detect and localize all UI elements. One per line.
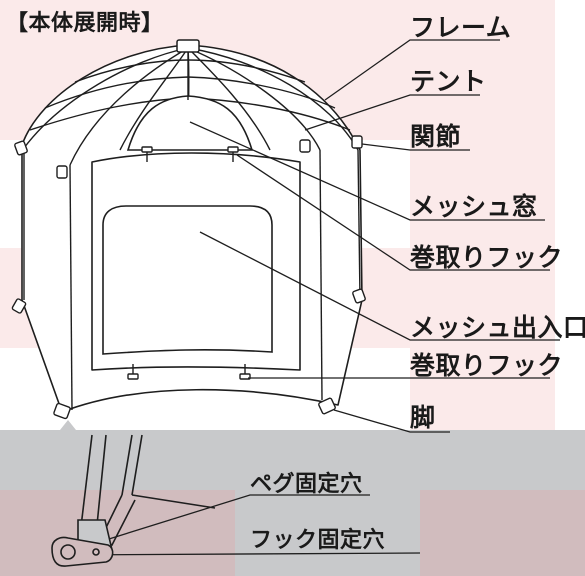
label-mesh-window: メッシュ窓 [410, 192, 538, 221]
label-leg: 脚 [410, 403, 436, 432]
detail-pointer [60, 420, 76, 430]
label-frame: フレーム [410, 13, 512, 42]
leader-hook-hole [65, 552, 421, 556]
peg-hole-circle [60, 544, 76, 560]
joints [11, 135, 366, 314]
leader-joint [361, 143, 470, 151]
leader-mesh-window [189, 121, 545, 221]
mesh-entrance [102, 205, 273, 355]
leader-leg [333, 409, 450, 433]
top-hub [176, 39, 200, 53]
label-mesh-entrance: メッシュ出入口 [410, 313, 585, 342]
pink-band-right [410, 0, 555, 430]
detail-panel-grey-block [235, 490, 420, 576]
leader-lines [65, 39, 560, 556]
rollup-hooks [127, 146, 251, 380]
leader-frame [324, 39, 500, 101]
label-hook-hole: フック固定穴 [250, 528, 386, 553]
hook-hole-circle [92, 548, 100, 556]
leader-mesh-entrance [199, 231, 560, 341]
leader-rollup-hook-top [236, 154, 550, 271]
diagram-title: 【本体展開時】 [6, 11, 164, 36]
leg-closeup [51, 434, 216, 567]
leader-tent [304, 94, 480, 131]
white-gap-right [555, 0, 585, 430]
label-rollup-hook-bottom: 巻取りフック [410, 351, 564, 380]
legs [53, 397, 336, 420]
label-tent: テント [410, 67, 487, 96]
label-joint: 関節 [410, 122, 462, 151]
label-rollup-hook-top: 巻取りフック [410, 243, 564, 272]
label-peg-hole: ペグ固定穴 [250, 472, 363, 497]
leader-peg-hole [79, 494, 370, 549]
